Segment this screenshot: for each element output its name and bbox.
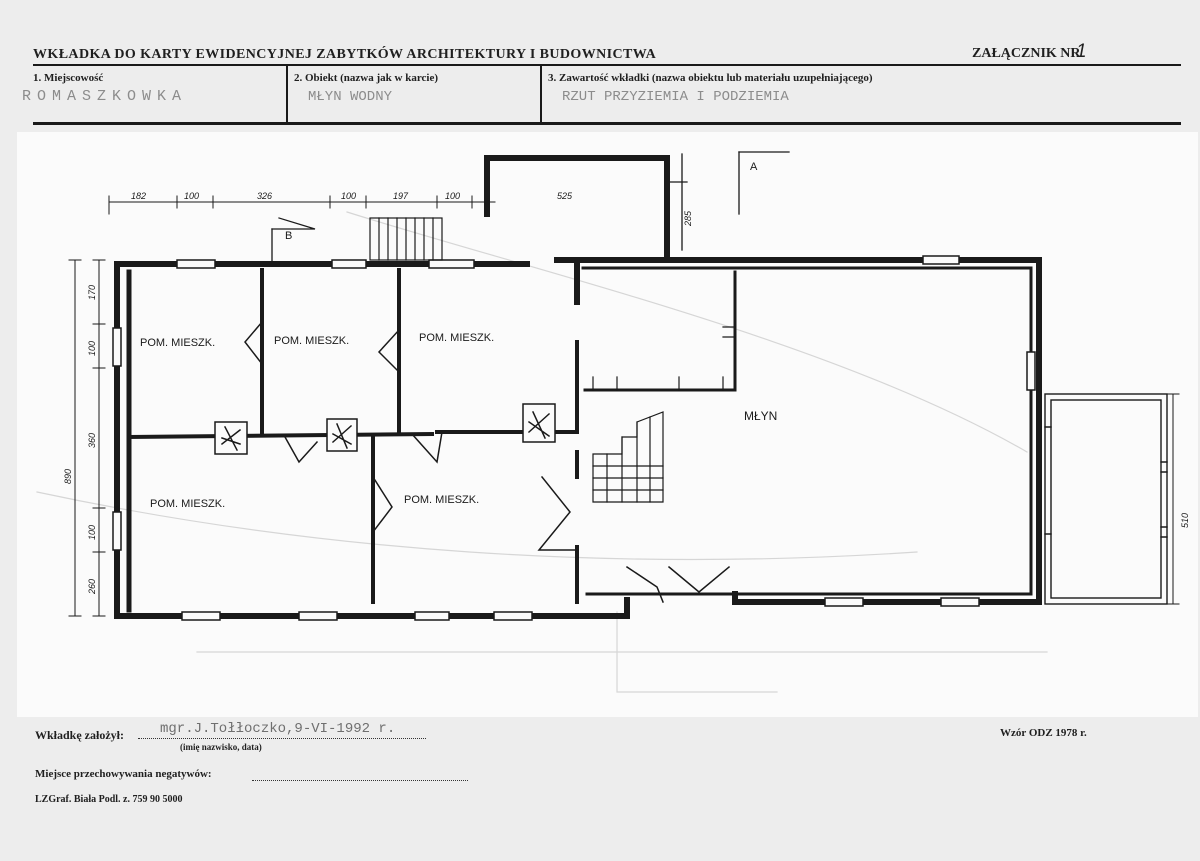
storage-dotted-line (252, 780, 468, 781)
dim-top-1: 182 (131, 191, 146, 201)
dim-top-3: 326 (257, 191, 272, 201)
dim-left-2: 100 (87, 341, 97, 356)
field-location-label: 1. Miejscowość (33, 72, 104, 84)
header-bottom-rule (33, 122, 1181, 125)
attachment-label: ZAŁĄCZNIK NR (972, 46, 1081, 61)
room-label-5: POM. MIESZK. (404, 494, 479, 506)
field-object-label: 2. Obiekt (nazwa jak w karcie) (294, 72, 439, 84)
field-content-value: RZUT PRZYZIEMIA I PODZIEMIA (562, 89, 789, 105)
field-content-label: 3. Zawartość wkładki (nazwa obiektu lub … (548, 72, 873, 84)
dim-left-5: 260 (87, 579, 97, 595)
negatives-storage-label: Miejsce przechowywania negatywów: (35, 768, 212, 780)
dim-top-5: 197 (393, 191, 409, 201)
header-divider-1 (286, 66, 288, 123)
floor-plan-drawing: POM. MIESZK. POM. MIESZK. POM. MIESZK. P… (36, 151, 1190, 693)
dim-top-4: 100 (341, 191, 356, 201)
dim-top-6: 100 (445, 191, 460, 201)
dim-right: 510 (1180, 513, 1190, 528)
dim-left-4: 100 (87, 525, 97, 540)
dim-left-3: 360 (87, 433, 97, 448)
room-label-3: POM. MIESZK. (419, 332, 494, 344)
room-label-1: POM. MIESZK. (140, 337, 215, 349)
form-model: Wzór ODZ 1978 r. (1000, 727, 1087, 739)
dim-top-2: 100 (184, 191, 199, 201)
room-label-4: POM. MIESZK. (150, 498, 225, 510)
dim-top-7: 525 (557, 191, 573, 201)
field-object-value: MŁYN WODNY (308, 89, 393, 105)
dim-left-1: 170 (87, 285, 97, 300)
form-title: WKŁADKA DO KARTY EWIDENCYJNEJ ZABYTKÓW A… (33, 47, 657, 62)
dim-right-top: 285 (683, 210, 693, 227)
floor-plan-photo: POM. MIESZK. POM. MIESZK. POM. MIESZK. P… (17, 132, 1198, 717)
room-label-mill: MŁYN (744, 409, 777, 423)
creator-label: Wkładkę założył: (35, 728, 124, 742)
header-divider-2 (540, 66, 542, 123)
section-mark-b: B (285, 230, 292, 242)
room-label-2: POM. MIESZK. (274, 335, 349, 347)
creator-value: mgr.J.Tołłoczko,9-VI-1992 r. (160, 721, 396, 737)
section-mark-a: A (750, 161, 758, 173)
header-top-rule (33, 64, 1181, 66)
printer-imprint: LZGraf. Biała Podl. z. 759 90 5000 (35, 794, 183, 805)
attachment-number: 1 (1076, 41, 1087, 62)
dim-left-total: 890 (63, 469, 73, 484)
creator-dotted-line (138, 738, 426, 739)
field-location-value: ROMASZKOWKA (22, 88, 188, 105)
creator-hint: (imię nazwisko, data) (180, 742, 262, 752)
